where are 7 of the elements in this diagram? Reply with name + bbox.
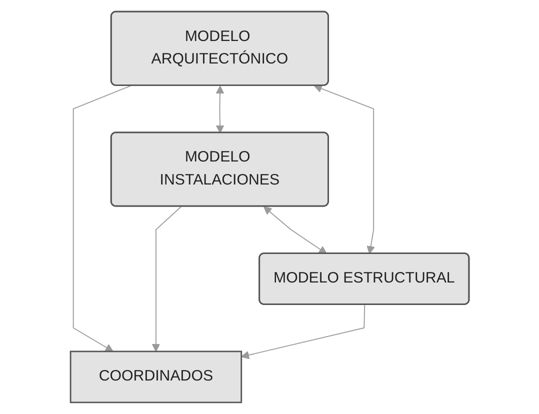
arrow <box>72 85 132 352</box>
node-box: COORDINADOS <box>70 350 242 404</box>
arrow <box>216 86 224 134</box>
arrow <box>152 206 182 352</box>
arrow <box>314 84 375 254</box>
arrow <box>240 304 365 360</box>
arrow <box>263 206 327 254</box>
